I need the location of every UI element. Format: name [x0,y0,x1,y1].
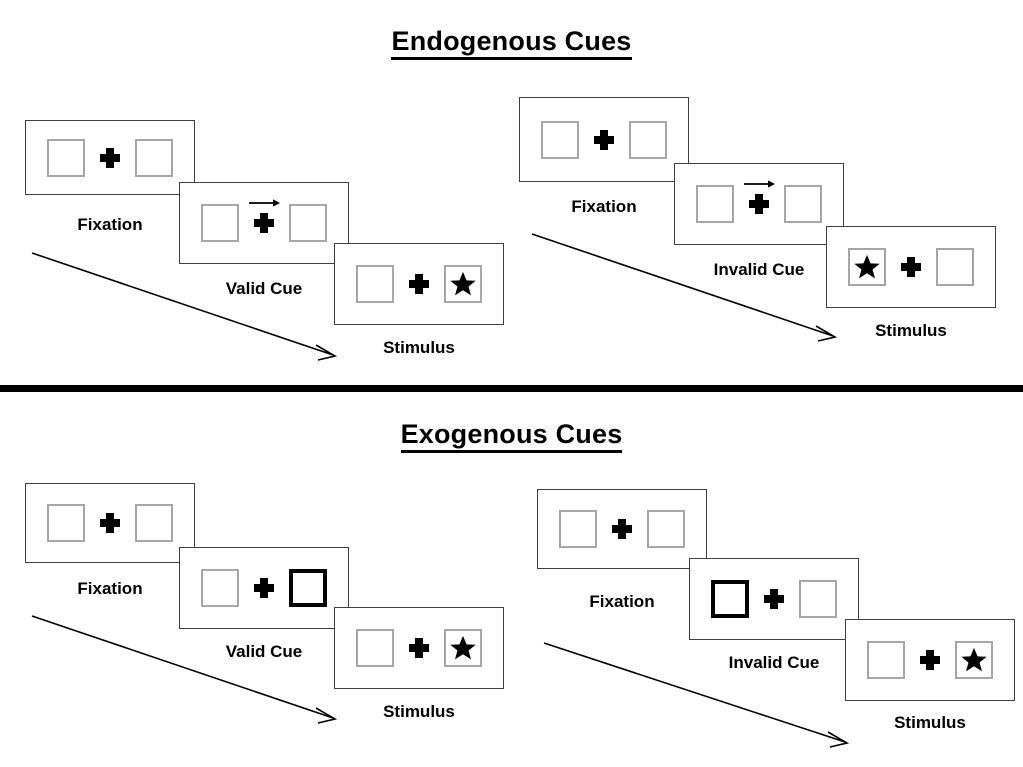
panel-exogenous-invalid-fixation [537,489,707,569]
label-exogenous-invalid-fixation: Fixation [589,592,655,611]
rightward-arrow-cue-icon [249,199,280,207]
fixation-cross-icon [744,180,775,215]
fixation-cross-icon [919,649,941,671]
label-exogenous-invalid-cue: Invalid Cue [728,653,820,672]
label-exogenous-invalid-stimulus: Stimulus [894,713,966,732]
fixation-cross-icon [249,199,280,234]
display-row [696,180,822,223]
section-title-endogenous: Endogenous Cues [0,26,1023,60]
fixation-cross-icon [408,637,430,659]
star-target-icon [450,271,476,296]
left-cue-square [711,580,749,618]
left-placeholder-square [559,510,597,548]
left-target-square [848,248,886,286]
display-row [848,248,974,286]
display-row [541,120,667,159]
left-placeholder-square [201,204,239,242]
panel-endogenous-invalid-cue [674,163,844,245]
fixation-cross-icon [593,129,615,151]
fixation-cross-icon [763,588,785,610]
fixation-cross-icon [99,512,121,534]
fixation-cross-icon [99,147,121,169]
star-target-icon [961,647,987,672]
left-placeholder-square [47,138,85,177]
right-placeholder-square [784,185,822,223]
left-placeholder-square [47,504,85,542]
display-row [47,138,173,177]
section-title-endogenous-text: Endogenous Cues [391,26,632,60]
section-title-exogenous-text: Exogenous Cues [400,419,623,453]
label-endogenous-valid-fixation: Fixation [77,215,143,234]
panel-exogenous-valid-cue [179,547,349,629]
label-endogenous-invalid-stimulus: Stimulus [875,321,947,340]
label-endogenous-valid-stimulus: Stimulus [383,338,455,357]
label-endogenous-invalid-cue: Invalid Cue [713,260,805,279]
panel-exogenous-valid-fixation [25,483,195,563]
label-exogenous-valid-cue: Valid Cue [225,642,303,661]
panel-endogenous-valid-fixation [25,120,195,195]
panel-exogenous-invalid-stimulus [845,619,1015,701]
right-target-square [955,641,993,679]
display-row [356,265,482,303]
left-placeholder-square [356,629,394,667]
panel-endogenous-invalid-stimulus [826,226,996,308]
fixation-cross-icon [900,256,922,278]
right-placeholder-square [799,580,837,618]
right-target-square [444,265,482,303]
right-placeholder-square [135,504,173,542]
section-title-exogenous: Exogenous Cues [0,419,1023,453]
right-placeholder-square [629,120,667,159]
display-row [201,569,327,607]
star-target-icon [854,254,880,279]
left-placeholder-square [696,185,734,223]
right-placeholder-square [936,248,974,286]
fixation-cross-icon [611,518,633,540]
panel-exogenous-valid-stimulus [334,607,504,689]
fixation-cross-icon [408,273,430,295]
right-placeholder-square [289,204,327,242]
display-row [559,510,685,548]
label-endogenous-valid-cue: Valid Cue [225,279,303,298]
right-target-square [444,629,482,667]
left-placeholder-square [201,569,239,607]
section-divider [0,385,1023,392]
label-exogenous-valid-stimulus: Stimulus [383,702,455,721]
panel-endogenous-invalid-fixation [519,97,689,182]
display-row [711,580,837,618]
display-row [356,629,482,667]
label-endogenous-invalid-fixation: Fixation [571,197,637,216]
left-placeholder-square [867,641,905,679]
panel-endogenous-valid-cue [179,182,349,264]
left-placeholder-square [356,265,394,303]
label-exogenous-valid-fixation: Fixation [77,579,143,598]
panel-endogenous-valid-stimulus [334,243,504,325]
display-row [201,199,327,242]
rightward-arrow-cue-icon [744,180,775,188]
panel-exogenous-invalid-cue [689,558,859,640]
right-cue-square [289,569,327,607]
star-target-icon [450,635,476,660]
display-row [47,504,173,542]
left-placeholder-square [541,120,579,159]
right-placeholder-square [647,510,685,548]
right-placeholder-square [135,138,173,177]
fixation-cross-icon [253,577,275,599]
display-row [867,641,993,679]
